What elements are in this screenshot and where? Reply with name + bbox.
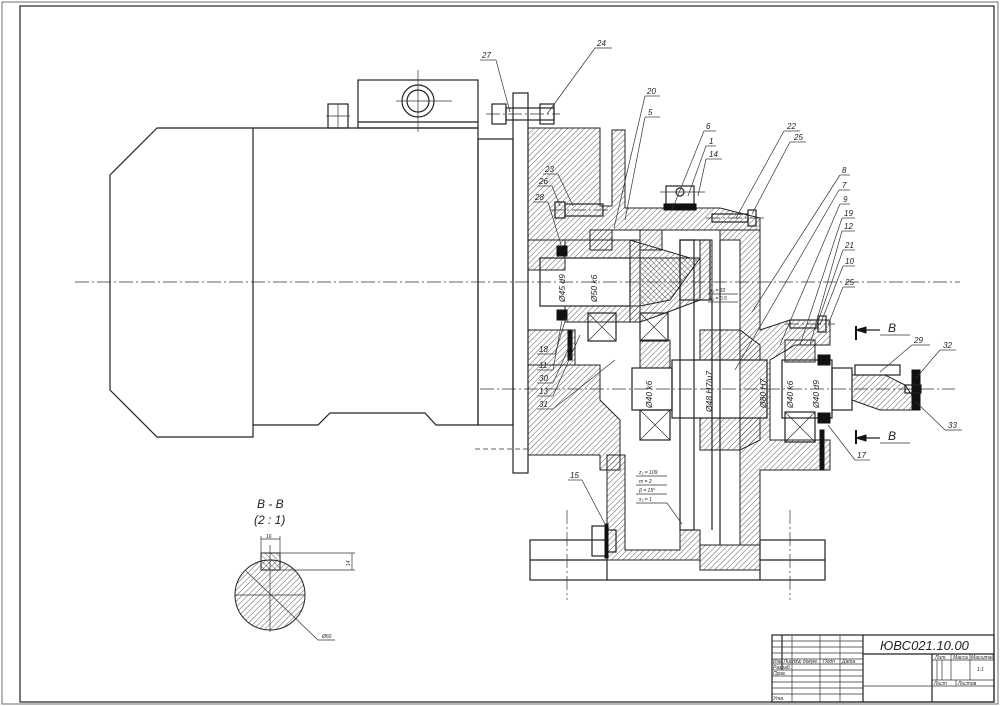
dim-d40c: Ø40 d9 <box>811 380 821 409</box>
callout-25-top: 25 <box>793 133 803 142</box>
gear-m: m = 2 <box>639 479 652 485</box>
callout-24: 24 <box>596 39 606 48</box>
gear-z: z₂ = 109 <box>638 470 658 476</box>
dim-d80: Ø80 H7 <box>758 378 768 409</box>
flange-bolt <box>486 103 560 125</box>
pinion-x: x₁ = 0,5 <box>709 296 727 302</box>
tb-scale-value: 1:1 <box>977 667 984 673</box>
screw-10 <box>785 315 835 333</box>
callout-8: 8 <box>842 166 847 175</box>
callout-9: 9 <box>843 195 848 204</box>
callout-20: 20 <box>646 87 656 96</box>
input-shaft <box>539 229 713 361</box>
callout-29: 29 <box>913 336 923 345</box>
dim-d40b: Ø40 k6 <box>785 380 795 409</box>
output-shaft <box>631 239 922 545</box>
electric-motor <box>109 70 514 438</box>
callout-33: 33 <box>948 421 957 430</box>
callout-17: 17 <box>857 451 866 460</box>
callout-5: 5 <box>648 108 653 117</box>
gearbox-housing <box>527 127 831 571</box>
section-title: B - B <box>257 497 284 511</box>
inner-frame <box>19 5 995 703</box>
gear-params: z₂ = 109 m = 2 β = 15° x₂ = 1 <box>636 470 683 525</box>
dim-d45: Ø45 d9 <box>557 274 567 303</box>
callouts: 27 24 20 5 6 1 14 22 25 23 26 28 <box>480 39 962 527</box>
callout-25-right: 25 <box>844 278 854 287</box>
callout-13: 13 <box>539 387 548 396</box>
key-width-dim: 16 <box>266 534 272 540</box>
breather-plug <box>660 185 705 211</box>
callout-12: 12 <box>844 222 853 231</box>
callout-6: 6 <box>706 122 711 131</box>
callout-11: 11 <box>539 361 547 370</box>
tb-date: Дата <box>841 659 855 665</box>
shaft-diameter-dim: Ø60 <box>321 634 332 640</box>
gear-x: x₂ = 1 <box>638 497 652 503</box>
gear-beta: β = 15° <box>638 488 655 494</box>
tb-approved: Утв. <box>773 696 784 702</box>
title-block: ЮВС021.10.00 Изм Лист № докум. Подп Дата… <box>771 634 995 703</box>
tb-checked: Пров. <box>773 671 786 677</box>
drawing-designation: ЮВС021.10.00 <box>880 638 970 653</box>
dim-d48: Ø48 H7/u7 <box>704 371 714 413</box>
tb-sheet: Лист <box>933 681 947 687</box>
section-marker-top: B <box>854 321 910 340</box>
tb-lit: Лит. <box>934 655 947 661</box>
callout-19: 19 <box>844 209 853 218</box>
drain-plug <box>591 523 617 559</box>
tb-scale-label: Масштаб <box>971 655 995 661</box>
callout-27: 27 <box>481 51 491 60</box>
section-letter-top: B <box>888 321 896 335</box>
callout-21: 21 <box>844 241 854 250</box>
callout-1: 1 <box>709 137 713 146</box>
section-view-b-b: B - B (2 : 1) 16 14 Ø60 <box>234 497 355 641</box>
tb-mass: Масса <box>953 655 968 661</box>
callout-32: 32 <box>943 341 952 350</box>
section-marker-bottom: B <box>854 429 910 444</box>
adapter-flange <box>512 92 529 474</box>
screw-23 <box>550 201 608 219</box>
section-letter-bottom: B <box>888 429 896 443</box>
callout-26: 26 <box>538 177 548 186</box>
tb-izm-list: Изм Лист <box>773 659 797 665</box>
callout-10: 10 <box>845 257 854 266</box>
pinion-params: z₁ = 22 x₁ = 0,5 <box>708 288 738 303</box>
callout-7: 7 <box>842 181 847 190</box>
callout-14: 14 <box>709 150 718 159</box>
callout-22: 22 <box>786 122 796 131</box>
callout-18: 18 <box>539 345 548 354</box>
callout-30: 30 <box>539 374 548 383</box>
callout-15: 15 <box>570 471 579 480</box>
tb-doc-no: № докум. <box>796 659 818 665</box>
callout-31: 31 <box>539 400 548 409</box>
key-height-dim: 14 <box>346 560 352 566</box>
pinion-z: z₁ = 22 <box>709 288 726 294</box>
callout-28: 28 <box>534 193 544 202</box>
callout-23: 23 <box>544 165 554 174</box>
section-scale: (2 : 1) <box>254 513 285 527</box>
cover-screw-22 <box>706 209 765 227</box>
dim-d50: Ø50 k6 <box>589 274 599 303</box>
tb-sheets: Листов <box>957 681 977 687</box>
dim-d40a: Ø40 k6 <box>644 380 654 409</box>
tb-developed: Разраб. <box>773 665 791 671</box>
tb-sign: Подп <box>823 659 835 665</box>
